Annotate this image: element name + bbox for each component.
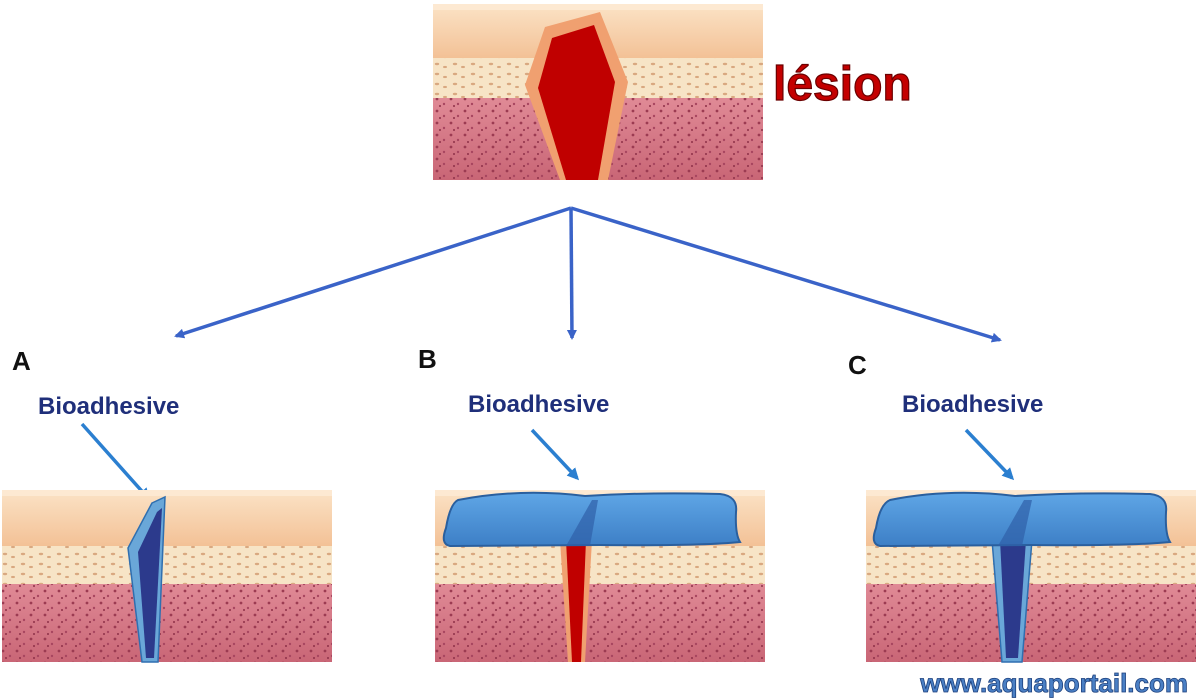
pointer-arrow-a [80, 422, 150, 501]
panel-letter-b: B [418, 344, 437, 374]
pointer-arrow-b [530, 428, 580, 481]
bioadhesive-core-a [138, 508, 162, 658]
arrow-to-c [570, 206, 1002, 343]
lesion-title: lésion [773, 58, 912, 111]
panel-b: B Bioadhesive [418, 344, 765, 662]
bioadhesive-label-a: Bioadhesive [38, 393, 179, 420]
bioadhesive-label-c: Bioadhesive [902, 391, 1043, 418]
arrow-to-b [566, 207, 577, 340]
panel-c: C Bioadhesive [848, 350, 1196, 663]
wound-cavity-b [566, 540, 586, 662]
site-watermark: www.aquaportail.com [919, 668, 1188, 698]
skin-block-a [2, 490, 332, 662]
wound-cavity [538, 25, 615, 180]
bioadhesive-core-c [1000, 540, 1026, 658]
arrow-to-a [174, 206, 572, 339]
branch-arrows [174, 206, 1002, 343]
panel-letter-a: A [12, 346, 31, 376]
lesion-skin-block [433, 4, 763, 180]
panel-a: A Bioadhesive [2, 346, 332, 663]
pointer-arrow-c [964, 428, 1015, 481]
bioadhesive-label-b: Bioadhesive [468, 391, 609, 418]
panel-letter-c: C [848, 350, 867, 380]
